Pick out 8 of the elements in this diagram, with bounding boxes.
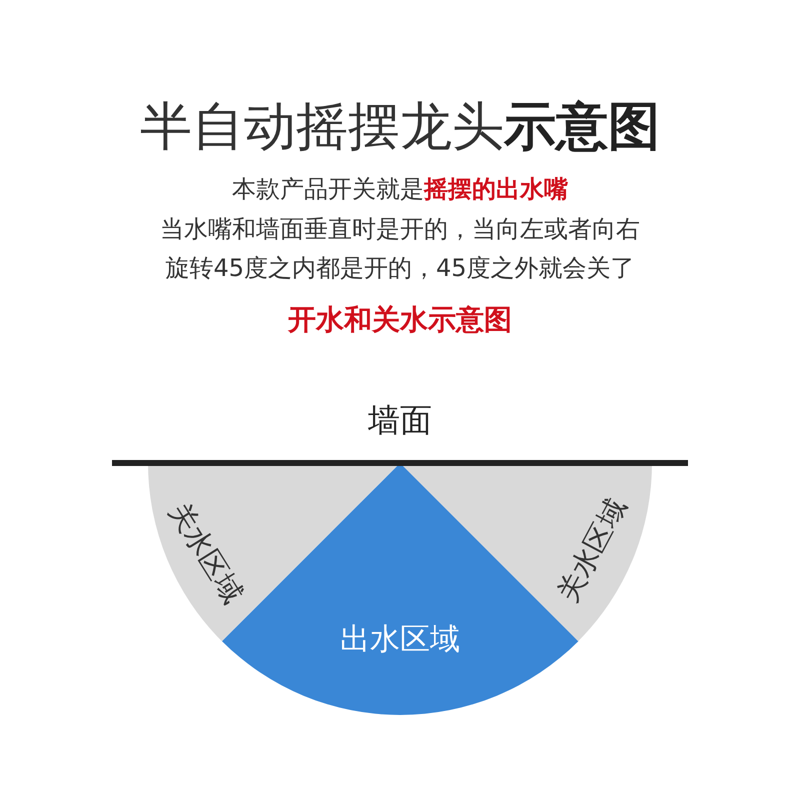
diagram-subtitle: 开水和关水示意图 (288, 303, 512, 337)
zone-label: 关水区域 (550, 492, 634, 608)
title: 半自动摇摆龙头示意图 (140, 96, 660, 158)
description-text: 当水嘴和墙面垂直时是开的，当向左或者向右旋转45度之内都是开的，45度之外就会关了 (159, 214, 641, 284)
zone-label: 出水区域 (340, 622, 460, 658)
zone-label: 关水区域 (162, 496, 250, 610)
wall-label: 墙面 (368, 400, 432, 440)
lead-sentence: 本款产品开关就是摇摆的出水嘴 (232, 174, 568, 205)
